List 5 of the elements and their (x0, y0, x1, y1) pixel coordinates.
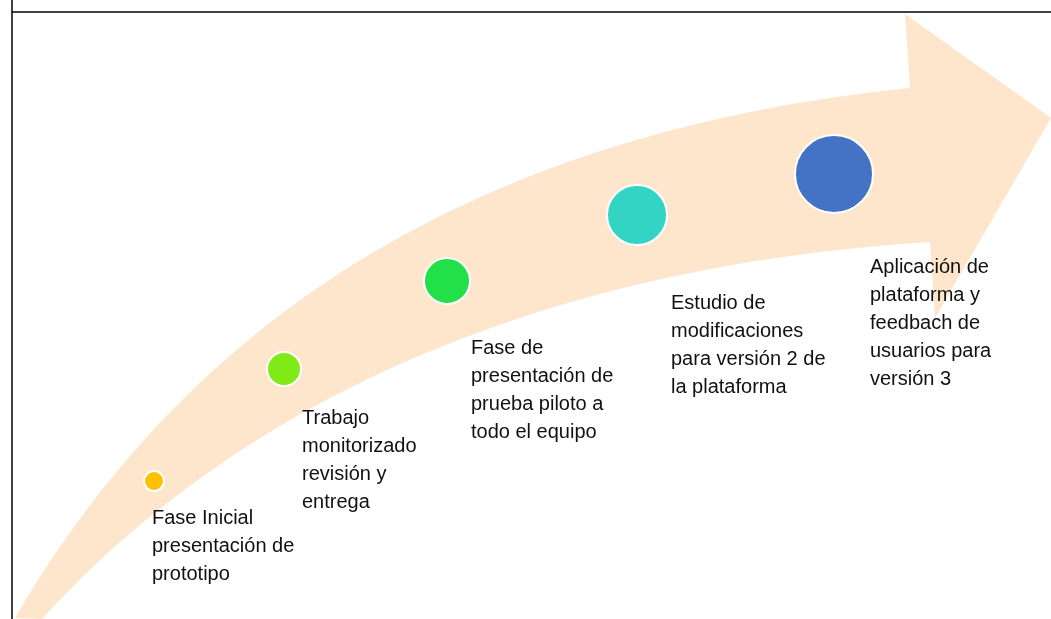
milestone-caption: Trabajo monitorizado revisión y entrega (302, 405, 418, 514)
milestone-caption: Aplicación de plataforma y feedbach de usuarios para versión 3 (870, 254, 993, 391)
milestone-caption: Estudio de modificaciones para versión 2 de la plataforma (671, 290, 827, 399)
milestone-caption: Fase de presentación de prueba piloto a todo el equipo (471, 335, 615, 444)
milestone-caption: Fase Inicial presentación de prototipo (152, 505, 296, 586)
